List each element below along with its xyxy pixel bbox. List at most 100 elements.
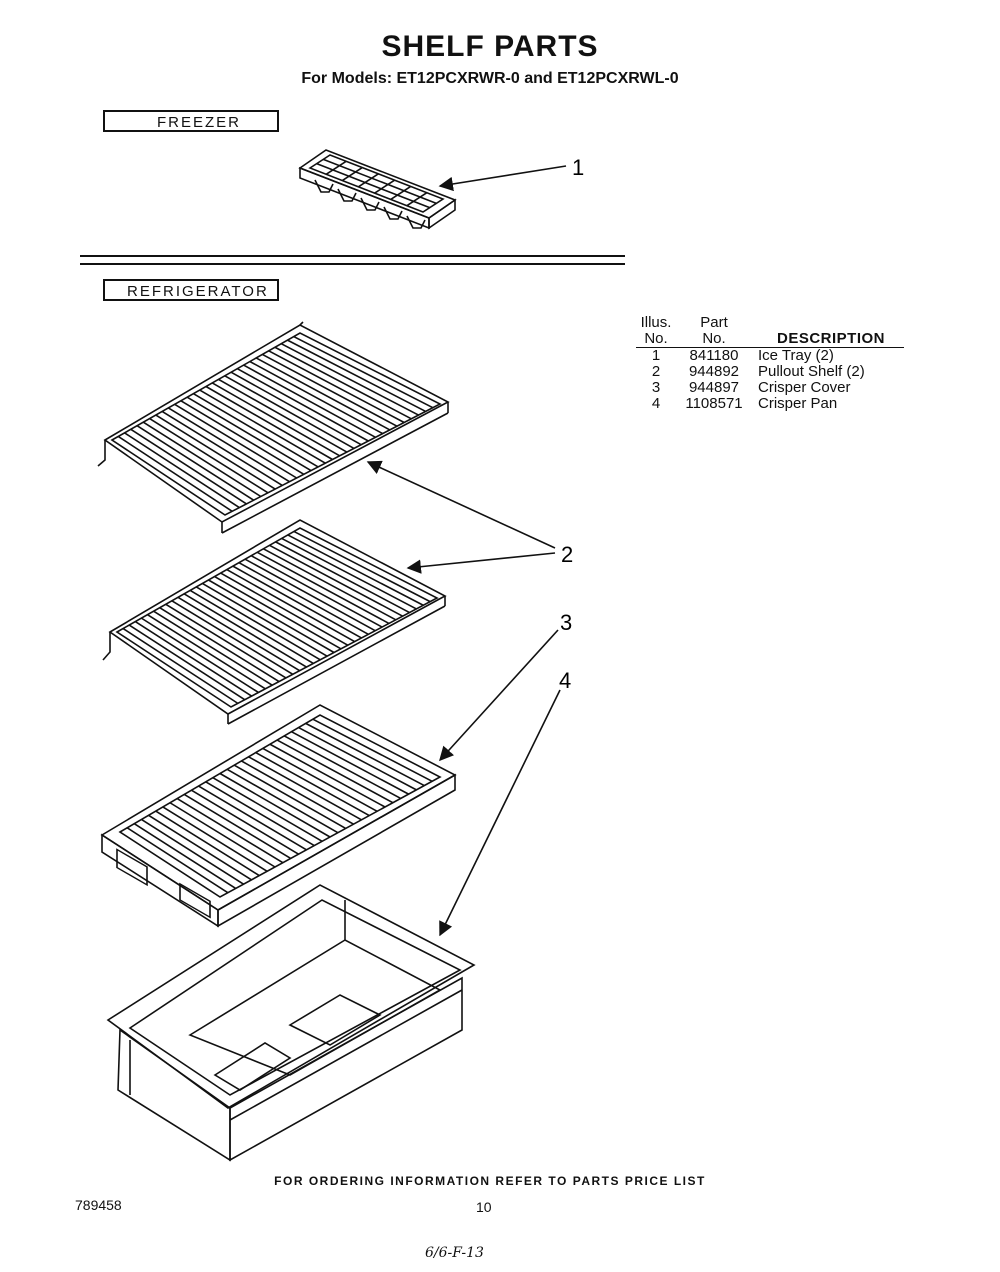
shelf-wire — [287, 534, 424, 606]
row-description: Pullout Shelf (2) — [758, 363, 865, 380]
parts-table-header: Illus. No. Part No. DESCRIPTION — [636, 315, 904, 348]
row-description: Ice Tray (2) — [758, 347, 834, 364]
shelf-wire — [155, 414, 276, 490]
shelf-wire — [161, 410, 283, 487]
cover-rib — [141, 818, 244, 885]
table-row: 4 1108571 Crisper Pan — [636, 396, 904, 412]
shelf-wire — [205, 385, 333, 461]
shelf-wire — [211, 382, 341, 457]
shelf-wire — [226, 568, 355, 643]
shelf-wire — [220, 572, 349, 646]
shelf-wire — [134, 620, 253, 697]
cover-rib — [126, 827, 229, 894]
shelf-wire — [293, 335, 434, 409]
cover-rib — [198, 785, 307, 851]
shelf-wire — [255, 357, 391, 431]
shelf-wire — [195, 586, 321, 661]
shelf-wire — [177, 596, 301, 672]
callout-1: 1 — [572, 155, 584, 180]
shelf-wire — [149, 417, 269, 494]
shelf-wire — [280, 342, 419, 416]
cover-rib — [148, 814, 252, 881]
shelf-wire — [174, 403, 298, 479]
shelf-wire — [199, 389, 326, 464]
shelf-wire — [180, 400, 305, 475]
shelf-wire — [269, 544, 404, 617]
ordering-info-note: FOR ORDERING INFORMATION REFER TO PARTS … — [274, 1174, 706, 1188]
shelf-wire — [263, 548, 397, 621]
shelf-wire — [159, 607, 280, 683]
freezer-section-label: FREEZER — [103, 110, 279, 132]
pullout-shelf-lower-illustration — [102, 519, 447, 725]
page-number: 10 — [476, 1199, 492, 1215]
shelf-wire — [124, 432, 240, 509]
shelf-wire — [256, 551, 390, 625]
cover-rib — [183, 793, 292, 860]
shelf-wire — [147, 613, 266, 690]
cover-rib — [169, 802, 276, 868]
cover-rib — [298, 726, 417, 791]
shelf-wire — [136, 425, 255, 501]
cover-rib — [233, 764, 347, 830]
cover-rib — [191, 789, 299, 855]
shelf-wire — [193, 392, 319, 468]
callout-4: 4 — [559, 668, 571, 693]
row-part-no: 944892 — [688, 363, 740, 380]
shelf-wire — [140, 617, 259, 694]
row-illus-no: 4 — [651, 395, 661, 412]
cover-rib — [212, 776, 323, 842]
shelf-wire — [218, 378, 348, 453]
row-description: Crisper Cover — [758, 379, 851, 396]
ice-tray-divider — [325, 160, 347, 175]
cover-rib — [155, 810, 260, 877]
callout-2: 2 — [561, 542, 573, 567]
row-part-no: 944897 — [688, 379, 740, 396]
cover-rib — [162, 806, 268, 872]
shelf-wire — [250, 555, 383, 628]
cover-rib — [269, 743, 386, 808]
callout-3: 3 — [560, 610, 572, 635]
header-part-line1: Part — [700, 314, 728, 331]
page-title: SHELF PARTS — [381, 30, 599, 63]
ice-tray-divider — [357, 173, 379, 188]
shelf-wire — [122, 627, 239, 705]
row-part-no: 841180 — [689, 347, 739, 364]
shelf-wire — [165, 603, 287, 679]
shelf-wire — [230, 371, 362, 446]
shelf-wire — [262, 353, 398, 427]
shelf-wire — [214, 575, 342, 650]
cover-rib — [248, 756, 362, 821]
ice-tray-divider — [341, 166, 363, 182]
shelf-wire — [128, 624, 246, 701]
shelf-wire — [224, 375, 355, 450]
ice-tray-divider — [316, 162, 430, 209]
shelf-wire — [287, 339, 427, 413]
shelf-wire — [275, 541, 410, 614]
cover-rib — [312, 718, 433, 782]
shelf-wire — [281, 537, 417, 610]
shelf-wire — [117, 435, 233, 512]
shelf-wire — [244, 558, 376, 632]
shelf-wire — [238, 561, 369, 636]
cover-rib — [176, 797, 284, 864]
shelf-wire — [153, 610, 273, 686]
ice-tray-divider — [390, 185, 412, 201]
cover-rib — [205, 781, 315, 847]
ice-tray-illustration — [298, 149, 457, 230]
ice-tray-divider — [406, 192, 428, 207]
ice-tray-divider — [323, 158, 437, 205]
cover-rib — [255, 751, 370, 817]
cover-rib — [241, 760, 354, 825]
header-illus-line2: No. — [644, 330, 668, 347]
cover-rib — [305, 722, 425, 787]
cover-rib — [262, 747, 378, 812]
table-row: 1 841180 Ice Tray (2) — [636, 348, 904, 365]
cover-rib — [219, 772, 331, 838]
shelf-wire — [274, 346, 412, 420]
shelf-wire — [208, 579, 335, 654]
cover-rib — [133, 822, 237, 890]
shelf-wire — [243, 364, 376, 439]
ice-tray-divider — [374, 179, 396, 194]
table-row: 3 944897 Crisper Cover — [636, 380, 904, 396]
